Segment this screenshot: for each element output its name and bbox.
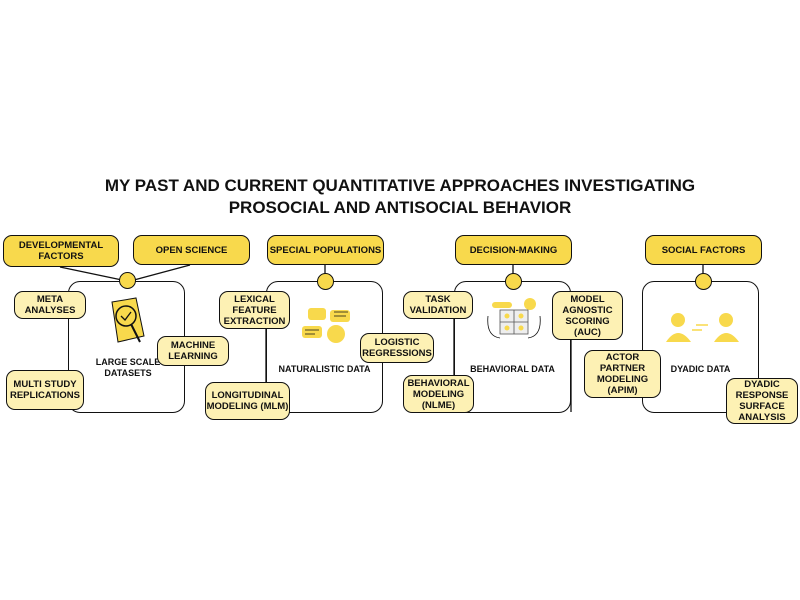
method-multi-study-replications: MULTI STUDY REPLICATIONS <box>6 370 84 410</box>
header-open-science: OPEN SCIENCE <box>133 235 250 265</box>
large-scale-datasets-label: LARGE SCALE DATASETS <box>95 357 161 378</box>
method-lexical-feature-extraction: LEXICAL FEATURE EXTRACTION <box>219 291 290 329</box>
header-decision-making: DECISION-MAKING <box>455 235 572 265</box>
header-special-populations: SPECIAL POPULATIONS <box>267 235 384 265</box>
method-actor-partner-modeling: ACTOR PARTNER MODELING (APIM) <box>584 350 661 398</box>
phone-grid-hands-icon <box>487 298 541 339</box>
naturalistic-data-label: NATURALISTIC DATA <box>278 364 371 374</box>
method-model-agnostic-scoring: MODEL AGNOSTIC SCORING (AUC) <box>552 291 623 340</box>
connector-dot <box>317 273 334 290</box>
connector-dot <box>505 273 522 290</box>
method-longitudinal-modeling: LONGITUDINAL MODELING (MLM) <box>205 382 290 420</box>
method-logistic-regressions: LOGISTIC REGRESSIONS <box>360 333 434 363</box>
method-task-validation: TASK VALIDATION <box>403 291 473 319</box>
dyadic-data-label: DYADIC DATA <box>670 364 731 374</box>
method-meta-analyses: META ANALYSES <box>14 291 86 319</box>
header-social-factors: SOCIAL FACTORS <box>645 235 762 265</box>
method-dyadic-response-surface: DYADIC RESPONSE SURFACE ANALYSIS <box>726 378 798 424</box>
method-machine-learning: MACHINE LEARNING <box>157 336 229 366</box>
title-line-1: MY PAST AND CURRENT QUANTITATIVE APPROAC… <box>104 176 696 195</box>
connector-dot <box>119 272 136 289</box>
chat-bubbles-icon <box>302 308 350 343</box>
two-people-exchange-icon <box>666 313 739 342</box>
title-line-2: PROSOCIAL AND ANTISOCIAL BEHAVIOR <box>228 198 572 217</box>
connector-dot <box>695 273 712 290</box>
document-magnifier-icon <box>111 297 145 343</box>
behavioral-data-label: BEHAVIORAL DATA <box>470 364 555 374</box>
header-developmental-factors: DEVELOPMENTAL FACTORS <box>3 235 119 267</box>
method-behavioral-modeling: BEHAVIORAL MODELING (NLME) <box>403 375 474 413</box>
